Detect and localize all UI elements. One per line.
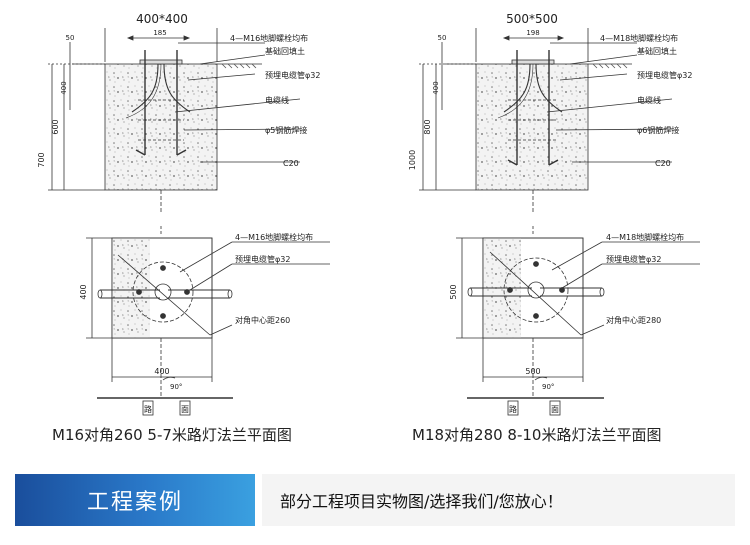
left-concrete-label: C20 — [283, 159, 299, 168]
right-plan-view: 4—M18地脚螺栓均布 预埋电缆管φ32 对角中心距280 500 500 90… — [449, 226, 700, 416]
left-diag-label: 对角中心距260 — [235, 315, 290, 325]
right-conduit-label: 预埋电缆管φ32 — [637, 70, 692, 80]
right-dim-800: 800 — [423, 119, 432, 134]
right-dim-1000: 1000 — [408, 150, 417, 170]
left-plan-view: 4—M16地脚螺栓均布 预埋电缆管φ32 对角中心距260 400 400 90… — [79, 226, 330, 416]
right-angle-label: 90° — [542, 383, 554, 391]
left-plan-conduit-label: 预埋电缆管φ32 — [235, 254, 290, 264]
right-caption: M18对角280 8-10米路灯法兰平面图 — [412, 426, 662, 444]
left-dim-185: 185 — [153, 29, 166, 37]
left-bolts-label: 4—M16地脚螺栓均布 — [230, 33, 308, 43]
right-road-2: 面 — [551, 405, 559, 414]
right-section-block — [475, 63, 589, 191]
left-road-1: 路 — [144, 404, 152, 414]
left-rebar-label: φ5钢筋焊接 — [265, 125, 307, 135]
right-concrete-label: C20 — [655, 159, 671, 168]
right-plan-dim-v: 500 — [449, 284, 458, 299]
left-caption: M16对角260 5-7米路灯法兰平面图 — [52, 426, 292, 444]
right-size-label: 500*500 — [506, 12, 558, 26]
right-plan-conduit-label: 预埋电缆管φ32 — [606, 254, 661, 264]
right-cable-label: 电缆线 — [637, 95, 661, 105]
left-dim-50: 50 — [66, 34, 75, 42]
left-section-view: 400*400 185 50 400 600 — [37, 12, 320, 214]
right-bolts-label: 4—M18地脚螺栓均布 — [600, 33, 678, 43]
left-dim-700: 700 — [37, 152, 46, 167]
left-conduit-label: 预埋电缆管φ32 — [265, 70, 320, 80]
left-section-block — [104, 63, 218, 191]
right-backfill-label: 基础回填土 — [637, 46, 677, 56]
left-angle-label: 90° — [170, 383, 182, 391]
footer-subtitle: 部分工程项目实物图/选择我们/您放心！ — [262, 474, 735, 526]
left-road-2: 面 — [181, 405, 189, 414]
right-dim-198: 198 — [526, 29, 539, 37]
left-size-label: 400*400 — [136, 12, 188, 26]
left-plan-bolts-label: 4—M16地脚螺栓均布 — [235, 232, 313, 242]
left-plan-dim-v: 400 — [79, 284, 88, 299]
left-cable-label: 电缆线 — [265, 95, 289, 105]
right-rebar-label: φ6钢筋焊接 — [637, 125, 679, 135]
right-section-view: 500*500 198 50 400 800 1000 — [408, 12, 692, 214]
right-plan-bolts-label: 4—M18地脚螺栓均布 — [606, 232, 684, 242]
right-diag-label: 对角中心距280 — [606, 315, 661, 325]
left-backfill-label: 基础回填土 — [265, 46, 305, 56]
right-dim-50: 50 — [438, 34, 447, 42]
right-road-1: 路 — [509, 404, 517, 414]
footer-title: 工程案例 — [15, 474, 255, 526]
left-dim-600: 600 — [51, 119, 60, 134]
footer-banner: 工程案例 部分工程项目实物图/选择我们/您放心！ — [0, 474, 750, 530]
foundation-drawings: 400*400 185 50 400 600 — [37, 12, 700, 416]
left-plan-dim-h: 400 — [154, 367, 169, 376]
